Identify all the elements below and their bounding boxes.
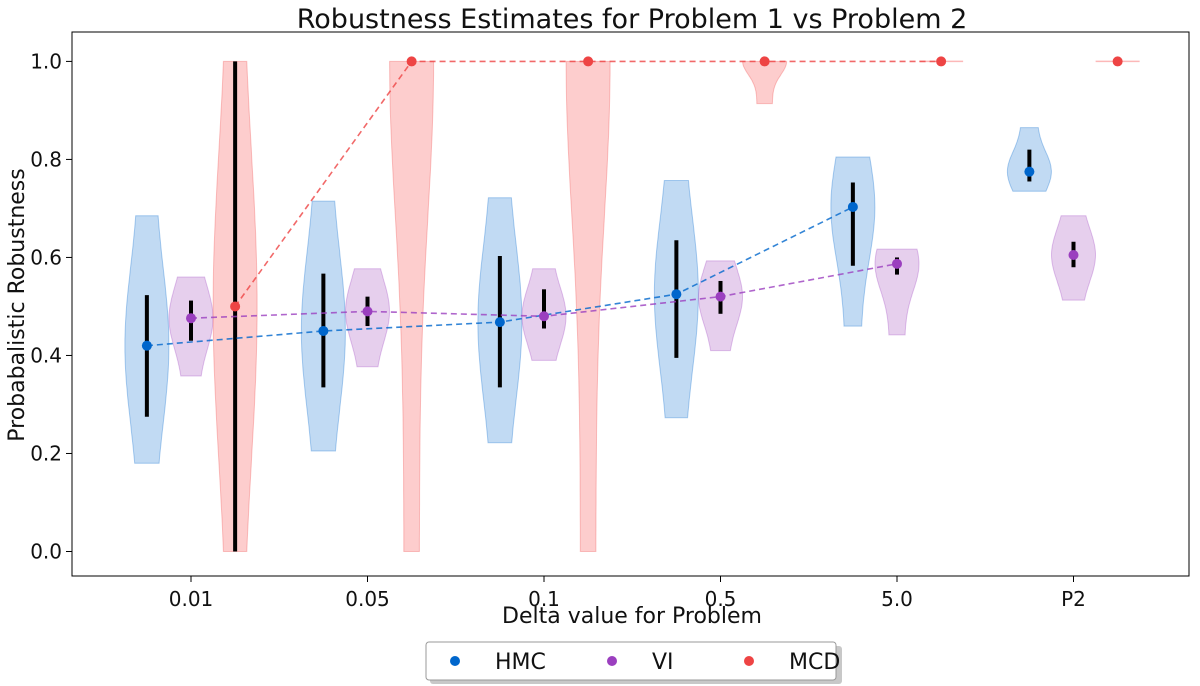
legend-label-mcd: MCD xyxy=(789,650,840,675)
plot-content xyxy=(124,56,1140,552)
y-tick-label: 1.0 xyxy=(30,49,62,73)
x-tick-label: 0.01 xyxy=(169,587,214,611)
y-tick-label: 0.4 xyxy=(30,343,62,367)
vi-mean-point xyxy=(892,258,902,269)
x-tick-label: P2 xyxy=(1061,587,1086,611)
x-tick-label: 0.05 xyxy=(345,587,390,611)
mcd-violin xyxy=(565,60,611,552)
legend-label-hmc: HMC xyxy=(495,650,546,675)
legend-box xyxy=(425,641,837,681)
y-tick-label: 0.8 xyxy=(30,147,62,171)
hmc-mean-point xyxy=(847,201,858,212)
chart-title: Robustness Estimates for Problem 1 vs Pr… xyxy=(297,4,968,35)
legend: HMC VI MCD xyxy=(425,641,842,684)
vi-mean-point xyxy=(715,291,726,302)
vi-mean-point xyxy=(362,306,373,317)
legend-marker-hmc xyxy=(450,656,460,666)
vi-points xyxy=(186,249,1079,324)
mcd-mean-point xyxy=(583,56,594,67)
mcd-points xyxy=(230,56,1123,312)
legend-label-vi: VI xyxy=(652,650,674,675)
y-tick-label: 0.6 xyxy=(30,245,62,269)
mcd-mean-point xyxy=(230,301,241,312)
vi-mean-point xyxy=(1068,249,1079,260)
hmc-mean-point xyxy=(318,325,329,336)
hmc-mean-point xyxy=(141,340,152,351)
hmc-points xyxy=(141,166,1035,351)
mcd-violin xyxy=(389,60,435,552)
vi-mean-point xyxy=(539,311,549,322)
mcd-mean-point xyxy=(406,56,417,67)
x-axis-label: Delta value for Problem xyxy=(502,604,762,629)
y-tick-label: 0.0 xyxy=(30,539,62,563)
mcd-mean-point xyxy=(759,56,770,67)
y-axis-label: Probabalistic Robustness xyxy=(5,168,30,441)
x-tick-label: 5.0 xyxy=(881,587,913,611)
x-axis: 0.01 0.05 0.1 0.5 5.0 P2 xyxy=(169,576,1086,611)
hmc-mean-point xyxy=(1024,166,1035,177)
legend-marker-vi xyxy=(607,656,617,666)
plot-frame xyxy=(71,31,1190,577)
y-tick-label: 0.2 xyxy=(30,441,62,465)
y-axis: 0.0 0.2 0.4 0.6 0.8 1.0 xyxy=(30,49,72,563)
hmc-mean-point xyxy=(671,289,682,300)
mcd-mean-point xyxy=(936,56,947,67)
hmc-mean-point xyxy=(494,317,505,328)
legend-marker-mcd xyxy=(744,656,754,666)
x-tick-label: 0.1 xyxy=(528,587,560,611)
vi-violin xyxy=(874,248,920,336)
vi-mean-point xyxy=(186,313,196,324)
x-tick-label: 0.5 xyxy=(705,587,737,611)
mcd-mean-point xyxy=(1112,56,1123,67)
mcd-mean-line xyxy=(234,60,942,307)
mcd-violin xyxy=(742,60,788,105)
